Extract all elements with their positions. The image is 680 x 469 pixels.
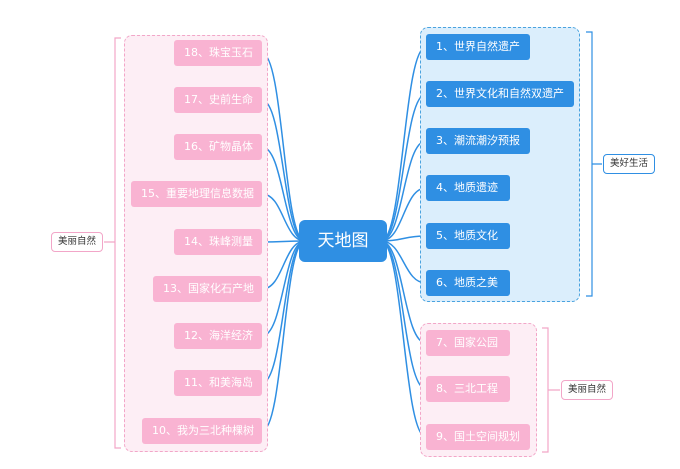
- node-world-dual-heritage[interactable]: 2、世界文化和自然双遗产: [426, 81, 574, 107]
- connector-line: [380, 240, 427, 438]
- node-fossil-site[interactable]: 13、国家化石产地: [153, 276, 262, 302]
- central-topic[interactable]: 天地图: [299, 220, 387, 262]
- node-plant-tree[interactable]: 10、我为三北种棵树: [142, 418, 262, 444]
- node-world-natural-heritage[interactable]: 1、世界自然遗产: [426, 34, 530, 60]
- node-geo-info-data[interactable]: 15、重要地理信息数据: [131, 181, 262, 207]
- node-tide-forecast[interactable]: 3、潮流潮汐预报: [426, 128, 530, 154]
- node-prehistoric-life[interactable]: 17、史前生命: [174, 87, 262, 113]
- connector-line: [261, 240, 306, 432]
- connector-line: [261, 146, 306, 242]
- node-island[interactable]: 11、和美海岛: [174, 370, 262, 396]
- node-everest-survey[interactable]: 14、珠峰测量: [174, 229, 262, 255]
- node-marine-economy[interactable]: 12、海洋经济: [174, 323, 262, 349]
- node-mineral-crystal[interactable]: 16、矿物晶体: [174, 134, 262, 160]
- node-jewelry-jade[interactable]: 18、珠宝玉石: [174, 40, 262, 66]
- group-box-blue: [420, 27, 580, 302]
- tag-good-life: 美好生活: [603, 154, 656, 174]
- connector-line: [380, 46, 427, 242]
- connector-line: [261, 240, 306, 384]
- connector-line: [380, 140, 427, 242]
- connector-line: [380, 187, 427, 242]
- connector-line: [380, 240, 427, 284]
- node-geological-relics[interactable]: 4、地质遗迹: [426, 175, 510, 201]
- tag-beautiful-nature-left: 美丽自然: [51, 232, 104, 252]
- node-geological-culture[interactable]: 5、地质文化: [426, 223, 510, 249]
- node-national-park[interactable]: 7、国家公园: [426, 330, 510, 356]
- connector-line: [380, 93, 427, 242]
- node-three-north-project[interactable]: 8、三北工程: [426, 376, 510, 402]
- connector-line: [261, 52, 306, 242]
- connector-line: [261, 99, 306, 242]
- node-territorial-planning[interactable]: 9、国土空间规划: [426, 424, 530, 450]
- node-geological-beauty[interactable]: 6、地质之美: [426, 270, 510, 296]
- tag-beautiful-nature-right: 美丽自然: [561, 380, 614, 400]
